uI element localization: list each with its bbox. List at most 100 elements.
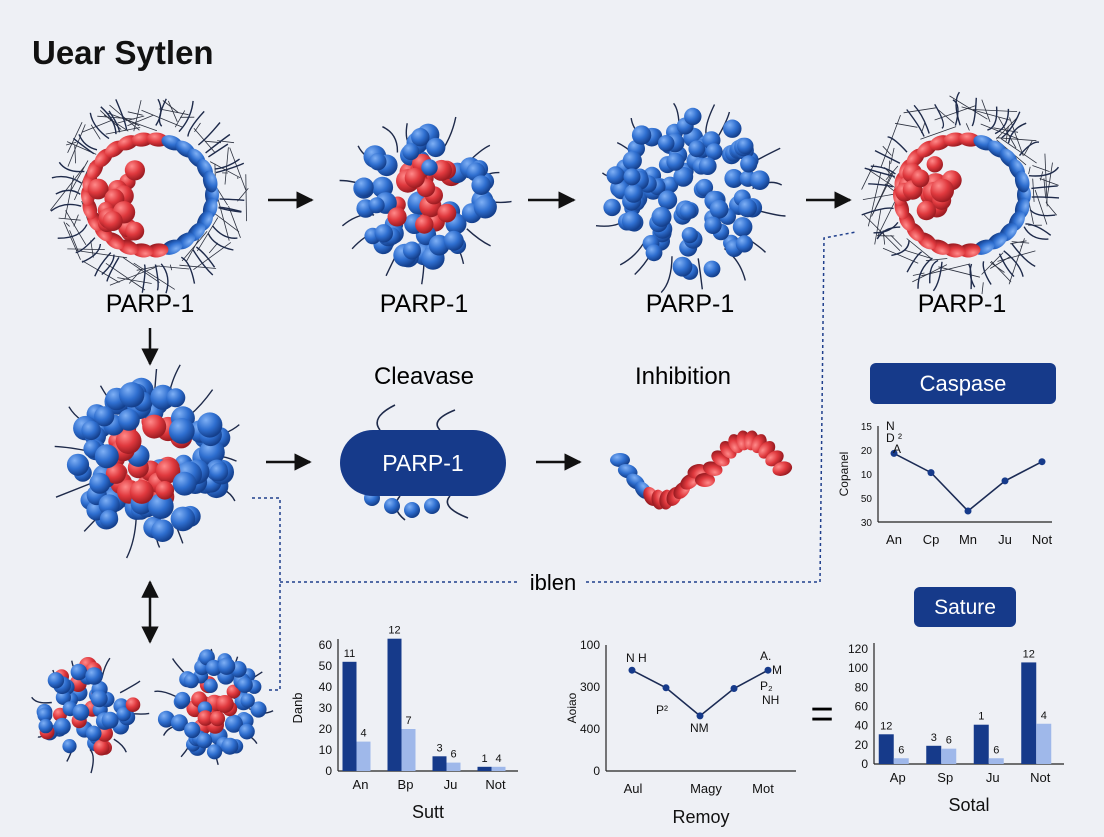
- red-residue: [125, 160, 145, 180]
- red-residue: [210, 711, 225, 726]
- blue-residue: [426, 138, 445, 157]
- protein-label-4: PARP-1: [918, 290, 1006, 318]
- bar-value-label: 12: [880, 720, 892, 732]
- series-line: [894, 453, 1042, 511]
- mesh-strand: [1044, 178, 1046, 198]
- y-tick-label: 60: [855, 700, 869, 714]
- data-point: [629, 667, 636, 674]
- blue-residue: [666, 153, 684, 171]
- annotation-label: A: [893, 442, 901, 456]
- y-tick-label: 0: [593, 764, 600, 778]
- blue-residue: [684, 108, 701, 125]
- dotted-connector-main: [280, 232, 856, 582]
- mesh-strand: [230, 148, 246, 191]
- mesh-strand: [881, 115, 901, 168]
- y-tick-label: 10: [319, 743, 333, 757]
- tendril: [1029, 167, 1059, 176]
- red-residue: [415, 215, 433, 233]
- red-residue: [93, 740, 109, 756]
- data-point: [663, 684, 670, 691]
- blue-residue: [184, 673, 199, 688]
- bar-value-label: 7: [405, 715, 411, 727]
- blue-residue: [699, 157, 717, 175]
- bar-value-label: 4: [1041, 710, 1047, 722]
- mesh-strand: [215, 214, 239, 232]
- y-tick-label: 10: [861, 470, 873, 481]
- y-tick-label: 20: [855, 738, 869, 752]
- red-residue: [405, 168, 425, 188]
- protein-fragment-helix: [610, 430, 794, 511]
- mesh-strand: [883, 146, 892, 155]
- red-residue: [130, 480, 154, 504]
- mesh-strand: [106, 263, 145, 290]
- x-axis-title: Sotal: [948, 795, 989, 815]
- mesh-strand: [1029, 167, 1031, 174]
- red-residue: [142, 415, 166, 439]
- data-point: [765, 667, 772, 674]
- protein-cluster-1: [50, 99, 248, 293]
- red-residue: [125, 222, 144, 241]
- mesh-strand: [1045, 154, 1047, 207]
- blue-residue: [71, 664, 88, 681]
- blue-residue: [67, 454, 89, 476]
- red-residue: [156, 481, 175, 500]
- data-point: [731, 685, 738, 692]
- tendril: [935, 104, 944, 128]
- blue-residue: [384, 498, 400, 514]
- x-tick-label: Mot: [752, 781, 774, 796]
- bar: [974, 725, 989, 764]
- y-tick-label: 120: [848, 642, 868, 656]
- blue-residue: [39, 719, 53, 733]
- y-tick-label: 40: [319, 680, 333, 694]
- tendril: [114, 739, 127, 752]
- blue-residue: [100, 510, 118, 528]
- annotation-label: A.: [760, 649, 771, 663]
- tendril: [208, 144, 228, 157]
- mesh-strand: [891, 235, 902, 246]
- mesh-strand: [938, 267, 980, 277]
- red-residue: [917, 201, 936, 220]
- bar-value-label: 1: [978, 711, 984, 723]
- x-tick-label: An: [353, 777, 369, 792]
- bar: [433, 756, 447, 771]
- blue-residue: [86, 726, 102, 742]
- bar: [447, 763, 461, 771]
- blue-residue: [471, 175, 491, 195]
- tendril: [120, 681, 140, 693]
- y-tick-label: 50: [319, 659, 333, 673]
- blue-residue: [210, 463, 228, 481]
- protein-label-3: PARP-1: [646, 290, 734, 318]
- bar: [388, 639, 402, 771]
- blue-residue: [474, 195, 497, 218]
- red-residue: [927, 156, 943, 172]
- protein-label-2: PARP-1: [380, 290, 468, 318]
- blue-residue: [688, 140, 705, 157]
- bar: [879, 734, 894, 764]
- blue-residue: [411, 128, 429, 146]
- y-tick-label: 80: [855, 680, 869, 694]
- bar-value-label: 11: [344, 648, 355, 660]
- blue-residue: [221, 738, 238, 755]
- blue-residue: [733, 217, 753, 237]
- x-tick-label: Ap: [890, 770, 906, 785]
- blue-residue: [680, 203, 697, 220]
- blue-residue: [607, 166, 625, 184]
- mesh-strand: [889, 161, 890, 177]
- bar: [492, 767, 506, 771]
- mesh-strand: [891, 148, 895, 164]
- bar-value-label: 3: [931, 732, 937, 744]
- protein-cluster-4: [862, 92, 1059, 294]
- x-axis-title: Remoy: [672, 807, 729, 827]
- tendril: [127, 518, 137, 558]
- blue-residue: [239, 724, 255, 740]
- y-tick-label: 30: [861, 518, 873, 529]
- blue-residue: [404, 502, 420, 518]
- mesh-strand: [991, 261, 1011, 282]
- y-tick-label: 40: [855, 719, 869, 733]
- data-point: [928, 469, 935, 476]
- y-tick-label: 30: [319, 701, 333, 715]
- red-residue: [388, 207, 407, 226]
- y-tick-label: 20: [861, 446, 873, 457]
- x-tick-label: Cp: [923, 532, 940, 547]
- tendril: [101, 107, 116, 134]
